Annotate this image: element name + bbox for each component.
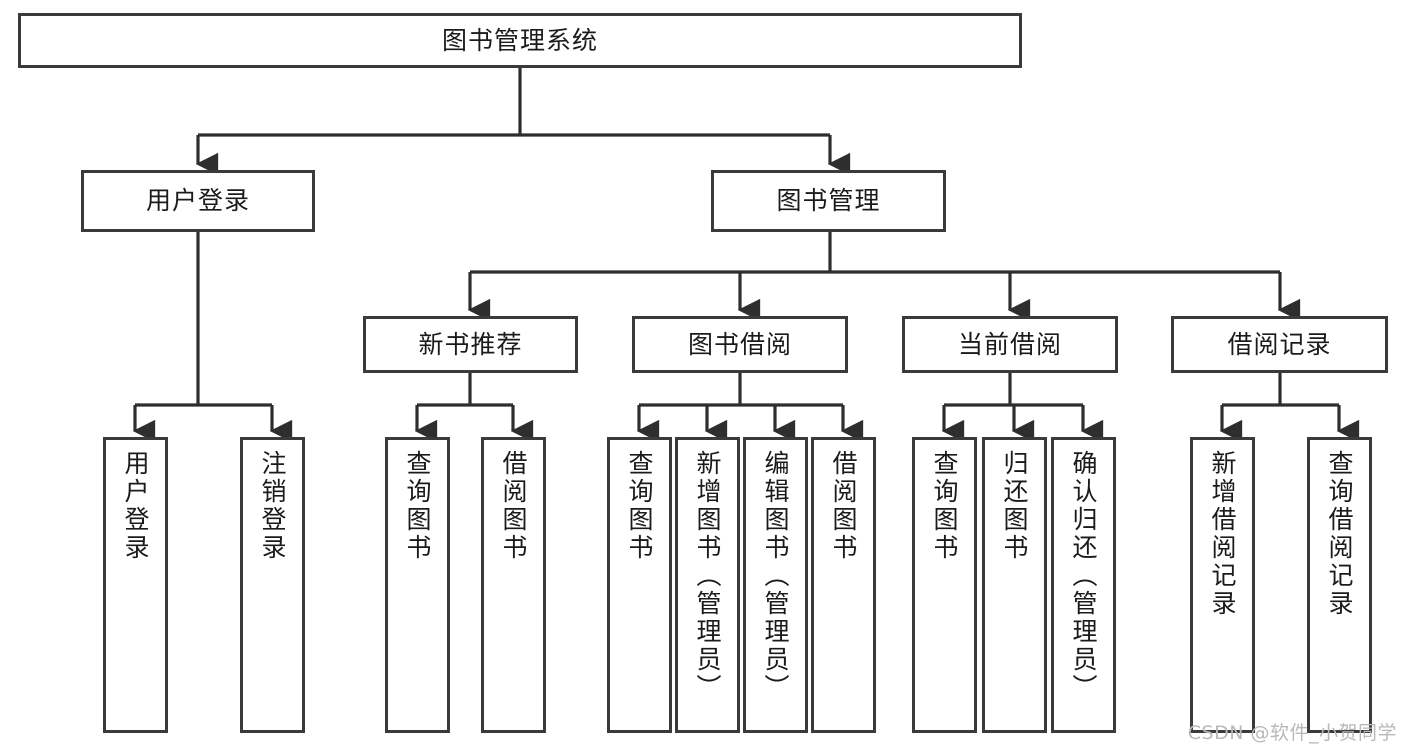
leaf-new-book-query-book[interactable]: 查询图书 <box>385 437 450 733</box>
node-label: 图书借阅 <box>687 329 792 359</box>
leaf-book-borrow-add-book-admin[interactable]: 新增图书（管理员） <box>675 437 740 733</box>
node-label: 新书推荐 <box>418 329 523 359</box>
node-label: 借阅记录 <box>1227 329 1332 359</box>
leaf-book-borrow-borrow-book[interactable]: 借阅图书 <box>811 437 876 733</box>
node-label: 确认归还（管理员） <box>1069 450 1098 702</box>
node-label: 借阅图书 <box>499 450 528 562</box>
leaf-book-borrow-query-book[interactable]: 查询图书 <box>607 437 672 733</box>
node-label: 注销登录 <box>258 450 287 562</box>
node-new-book-recommend[interactable]: 新书推荐 <box>363 316 578 373</box>
node-label: 查询借阅记录 <box>1325 450 1354 618</box>
node-label: 新增借阅记录 <box>1208 450 1237 618</box>
node-label: 归还图书 <box>1000 450 1029 562</box>
leaf-current-borrow-query-book[interactable]: 查询图书 <box>912 437 977 733</box>
node-borrow-record[interactable]: 借阅记录 <box>1171 316 1388 373</box>
node-label: 借阅图书 <box>829 450 858 562</box>
node-current-borrow[interactable]: 当前借阅 <box>902 316 1118 373</box>
node-label: 用户登录 <box>145 186 250 216</box>
node-label: 查询图书 <box>625 450 654 562</box>
node-root-book-management-system[interactable]: 图书管理系统 <box>18 13 1022 68</box>
node-label: 编辑图书（管理员） <box>761 450 790 702</box>
csdn-watermark: CSDN @软件_小贺同学 <box>1187 722 1397 744</box>
leaf-current-borrow-return-book[interactable]: 归还图书 <box>982 437 1047 733</box>
node-label: 用户登录 <box>121 450 150 562</box>
leaf-current-borrow-confirm-return-admin[interactable]: 确认归还（管理员） <box>1051 437 1116 733</box>
node-book-borrow[interactable]: 图书借阅 <box>632 316 848 373</box>
leaf-new-book-borrow-book[interactable]: 借阅图书 <box>481 437 546 733</box>
node-label: 当前借阅 <box>957 329 1062 359</box>
leaf-user-login-logout[interactable]: 注销登录 <box>240 437 305 733</box>
node-label: 查询图书 <box>930 450 959 562</box>
node-label: 新增图书（管理员） <box>693 450 722 702</box>
leaf-user-login-login[interactable]: 用户登录 <box>103 437 168 733</box>
node-label: 图书管理 <box>776 186 881 216</box>
leaf-borrow-record-query-record[interactable]: 查询借阅记录 <box>1307 437 1372 733</box>
leaf-borrow-record-add-record[interactable]: 新增借阅记录 <box>1190 437 1255 733</box>
node-user-login[interactable]: 用户登录 <box>81 170 315 232</box>
node-book-management[interactable]: 图书管理 <box>711 170 946 232</box>
node-label: 查询图书 <box>403 450 432 562</box>
leaf-book-borrow-edit-book-admin[interactable]: 编辑图书（管理员） <box>743 437 808 733</box>
node-label: 图书管理系统 <box>441 25 598 55</box>
